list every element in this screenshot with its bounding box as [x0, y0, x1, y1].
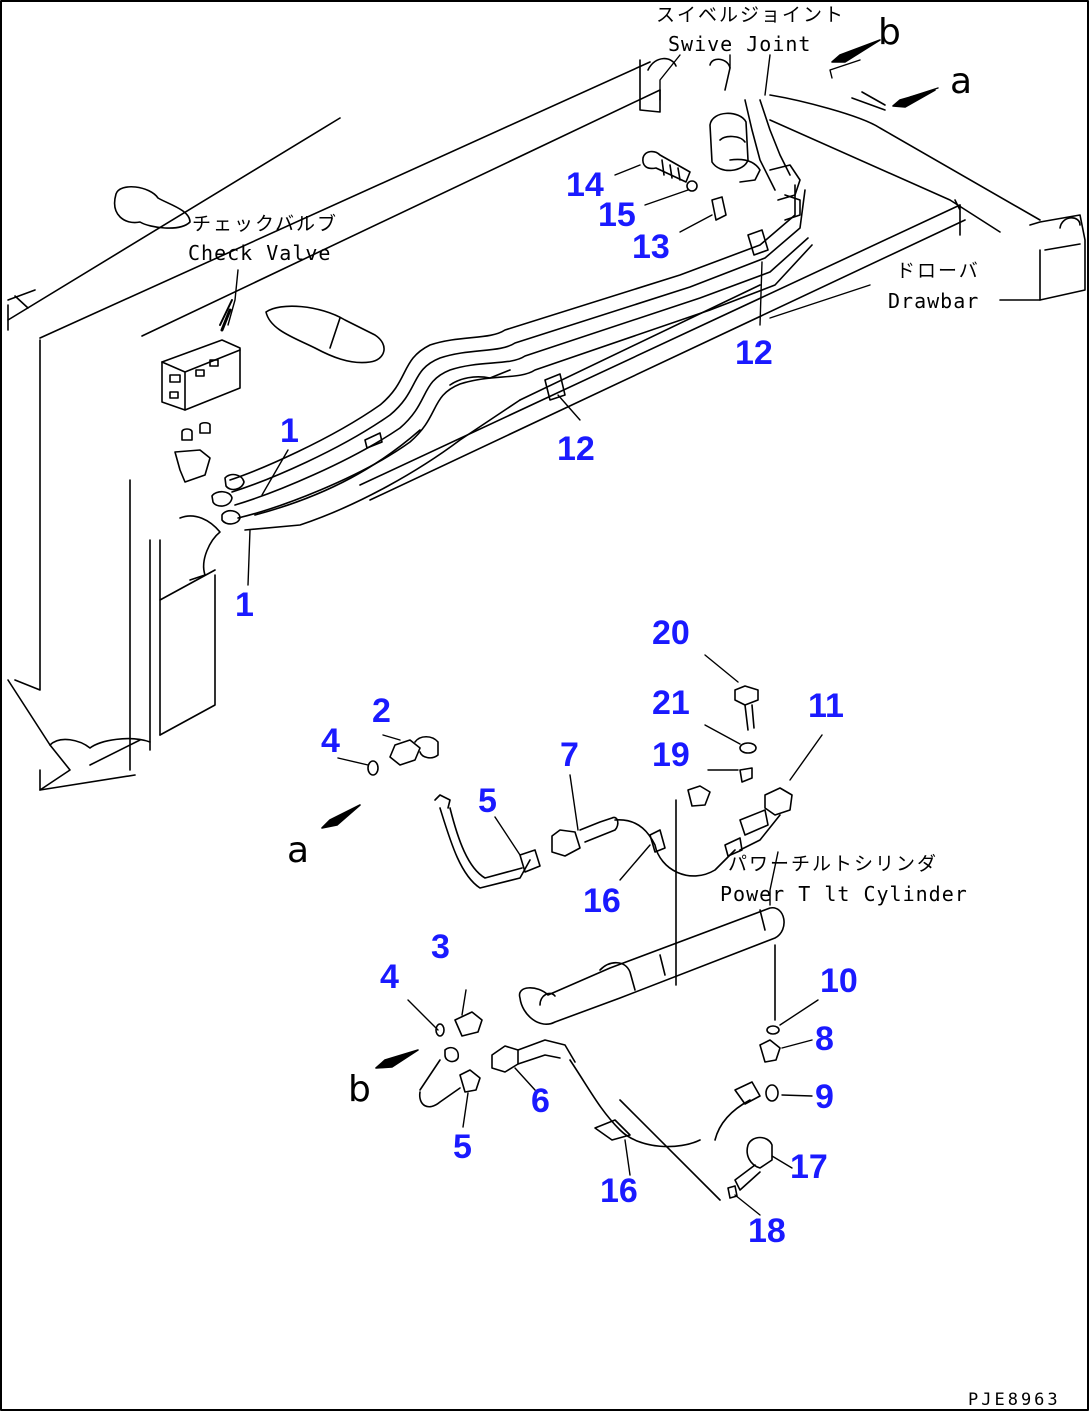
leaders-top [227, 54, 939, 586]
hose-bundle [211, 184, 813, 531]
callout-16-upper: 16 [583, 882, 621, 920]
ref-b-bottom: b [348, 1069, 371, 1110]
ref-b-top: b [878, 12, 901, 53]
callout-18: 18 [748, 1212, 786, 1250]
callout-5-upper: 5 [478, 782, 497, 820]
callout-1-upper: 1 [280, 412, 299, 450]
drawing-code: PJE8963 [968, 1390, 1061, 1410]
swivel-joint-shape [709, 99, 801, 221]
drawbar-label-jp: ドローバ [896, 260, 980, 282]
callout-4-lower: 4 [380, 958, 399, 996]
check-valve-label-jp: チェックバルブ [192, 213, 339, 235]
power-tilt-cylinder-label-jp: パワーチルトシリンダ [728, 853, 939, 875]
check-valve-label: Check Valve [188, 241, 332, 265]
callout-14: 14 [566, 166, 604, 204]
top-bolts [642, 150, 727, 221]
callout-16-lower: 16 [600, 1172, 638, 1210]
callout-13: 13 [632, 228, 670, 266]
reference-arrows [321, 39, 936, 1069]
power-tilt-cylinder-label: Power T lt Cylinder [720, 882, 968, 906]
callout-2: 2 [372, 692, 391, 730]
machine-frame [7, 57, 1086, 791]
swivel-joint-label: Swive Joint [668, 32, 812, 56]
callout-8: 8 [815, 1020, 834, 1058]
callout-1-lower: 1 [235, 586, 254, 624]
ref-a-bottom: a [287, 830, 310, 871]
callout-7: 7 [560, 736, 579, 774]
callout-21: 21 [652, 684, 690, 722]
callout-5-lower: 5 [453, 1128, 472, 1166]
callout-12-upper: 12 [735, 334, 773, 372]
callout-19: 19 [652, 736, 690, 774]
callout-9: 9 [815, 1078, 834, 1116]
drawbar-label: Drawbar [888, 289, 980, 313]
callout-10: 10 [820, 962, 858, 1000]
callout-3: 3 [431, 928, 450, 966]
callout-4-upper: 4 [321, 722, 340, 760]
callout-12-lower: 12 [557, 430, 595, 468]
callout-20: 20 [652, 614, 690, 652]
callout-6: 6 [531, 1082, 550, 1120]
callout-17: 17 [790, 1148, 828, 1186]
callout-15: 15 [598, 196, 636, 234]
ref-a-top: a [950, 61, 973, 102]
leaders-bottom [337, 654, 823, 1216]
lower-parts [367, 685, 793, 1201]
check-valve-shape [161, 299, 241, 483]
callout-11: 11 [808, 687, 844, 725]
swivel-joint-label-jp: スイベルジョイント [656, 4, 846, 26]
